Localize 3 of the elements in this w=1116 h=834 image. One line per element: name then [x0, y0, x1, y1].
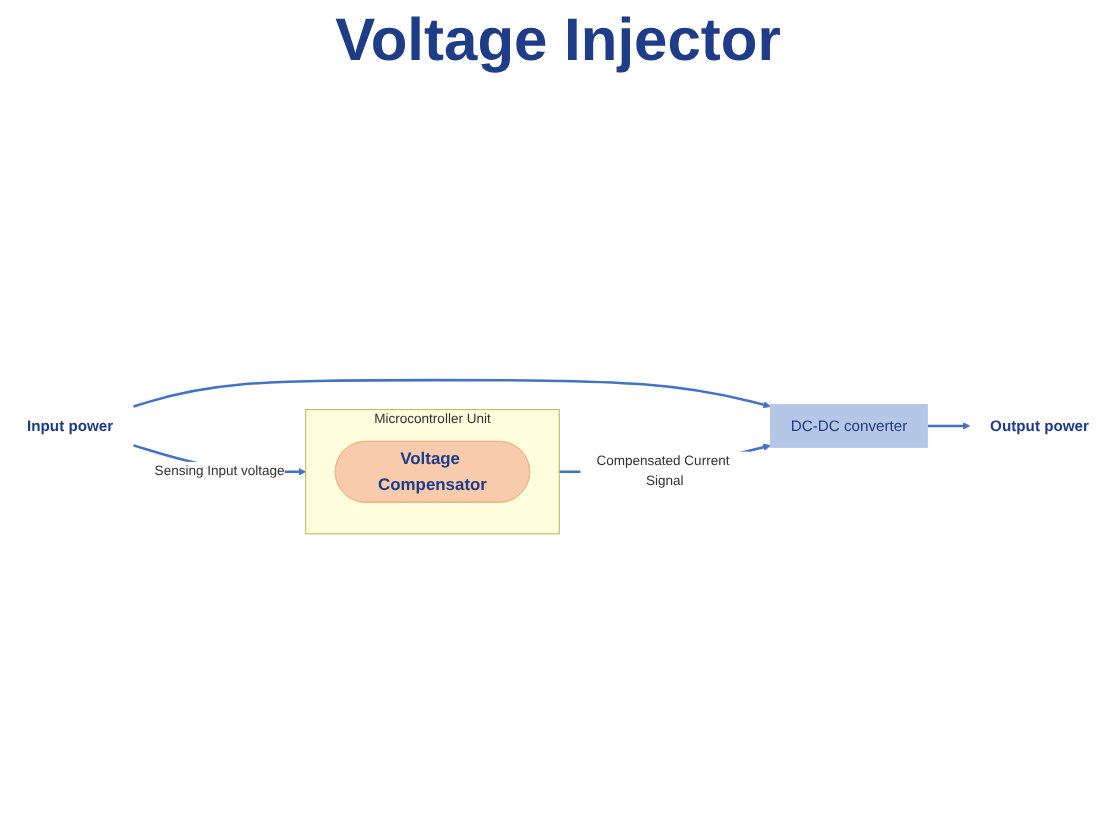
arrow — [133, 378, 771, 409]
arrow — [927, 422, 971, 430]
diagram-title: Voltage Injector — [335, 8, 781, 76]
